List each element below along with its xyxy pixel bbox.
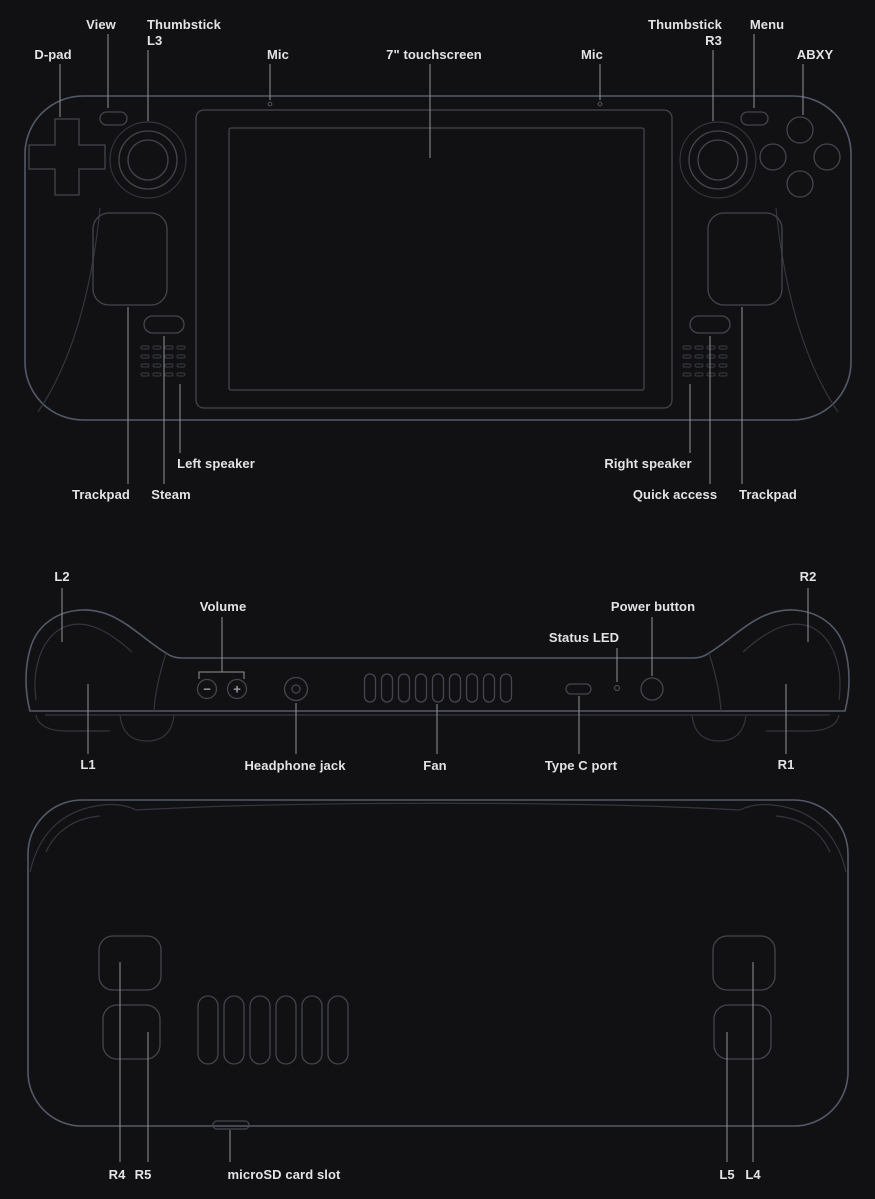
front-body-outline <box>24 95 852 421</box>
fan-vents <box>363 673 513 703</box>
type-c-port <box>565 683 592 695</box>
label-right-speaker: Right speaker <box>604 456 692 471</box>
back-left-grip-inner <box>45 815 101 853</box>
top-body-outline <box>25 609 850 712</box>
button-x <box>759 143 787 171</box>
microsd-slot <box>212 1120 250 1130</box>
label-type-c-port: Type C port <box>544 758 618 773</box>
back-view <box>27 799 849 1130</box>
r5-button <box>102 1004 161 1060</box>
volume-minus-glyph: − <box>203 682 211 697</box>
back-right-grip-inner <box>775 815 831 853</box>
r2-trigger-contour <box>742 623 841 701</box>
menu-button <box>740 111 769 126</box>
trackpad-left <box>92 212 168 306</box>
mic-left-dot <box>267 101 273 107</box>
right-grip-bottom <box>766 714 840 732</box>
label-touchscreen: 7" touchscreen <box>386 47 482 62</box>
back-body-outline <box>27 799 849 1127</box>
label-microsd: microSD card slot <box>227 1167 341 1182</box>
leader-lines <box>59 34 809 1162</box>
label-thumbstick-l3: Thumbstick L3 <box>147 17 221 49</box>
label-headphone-jack: Headphone jack <box>244 758 346 773</box>
abxy-buttons <box>759 116 841 198</box>
label-r5: R5 <box>134 1167 152 1182</box>
l2-trigger-contour <box>34 623 133 701</box>
left-grip-bottom <box>35 714 110 732</box>
back-left-grip-curve <box>29 804 137 873</box>
right-speaker-grille <box>682 345 728 377</box>
button-y <box>786 116 814 144</box>
back-right-grip-curve <box>739 804 847 873</box>
top-view: − + <box>25 609 850 742</box>
label-menu: Menu <box>749 17 785 32</box>
label-r2: R2 <box>799 569 817 584</box>
label-steam: Steam <box>151 487 191 502</box>
dpad <box>28 118 106 196</box>
l4-button <box>712 935 776 991</box>
leader-volume <box>198 617 245 679</box>
left-stick-dome <box>119 714 175 742</box>
button-b <box>813 143 841 171</box>
headphone-jack <box>283 676 309 702</box>
screen-bezel <box>195 109 673 409</box>
label-quick-access: Quick access <box>632 487 718 502</box>
right-grip-seam <box>775 207 839 413</box>
mic-right-dot <box>597 101 603 107</box>
label-l2: L2 <box>54 569 70 584</box>
r4-button <box>98 935 162 991</box>
label-thumbstick-r3-word: Thumbstick <box>648 17 722 32</box>
label-l1: L1 <box>80 757 96 772</box>
front-view <box>24 95 852 421</box>
label-abxy: ABXY <box>796 47 834 62</box>
quick-access-button <box>689 315 731 334</box>
l5-button <box>713 1004 772 1060</box>
trackpad-right <box>707 212 783 306</box>
label-l4: L4 <box>745 1167 761 1182</box>
label-volume: Volume <box>199 599 247 614</box>
volume-up-button <box>226 678 248 700</box>
label-dpad: D-pad <box>34 47 72 62</box>
label-left-speaker: Left speaker <box>177 456 255 471</box>
right-stick-dome <box>691 714 747 742</box>
l2-body-seam <box>153 652 167 712</box>
touchscreen <box>228 127 645 391</box>
view-button <box>99 111 128 126</box>
label-thumbstick-l3-word: Thumbstick <box>147 17 221 32</box>
power-button <box>640 677 664 701</box>
back-top-seam <box>135 802 741 811</box>
steam-button <box>143 315 185 334</box>
r2-body-seam <box>708 652 722 712</box>
label-l5: L5 <box>719 1167 735 1182</box>
label-thumbstick-r3: Thumbstick R3 <box>648 17 722 49</box>
label-trackpad-left: Trackpad <box>72 487 130 502</box>
thumbstick-l3 <box>109 121 187 199</box>
label-fan: Fan <box>423 758 447 773</box>
label-r1: R1 <box>777 757 795 772</box>
left-grip-seam <box>37 207 101 413</box>
label-view: View <box>86 17 116 32</box>
label-status-led: Status LED <box>548 630 620 645</box>
label-mic-right: Mic <box>581 47 603 62</box>
button-a <box>786 170 814 198</box>
label-thumbstick-l3-key: L3 <box>147 33 163 48</box>
label-trackpad-right: Trackpad <box>739 487 797 502</box>
status-led <box>613 684 621 692</box>
thumbstick-r3 <box>679 121 757 199</box>
label-mic-left: Mic <box>267 47 289 62</box>
label-r4: R4 <box>108 1167 126 1182</box>
label-thumbstick-r3-key: R3 <box>705 33 722 48</box>
left-speaker-grille <box>140 345 186 377</box>
label-power-button: Power button <box>610 599 696 614</box>
volume-plus-glyph: + <box>233 682 241 697</box>
rear-vents <box>197 995 349 1065</box>
volume-down-button <box>196 678 218 700</box>
